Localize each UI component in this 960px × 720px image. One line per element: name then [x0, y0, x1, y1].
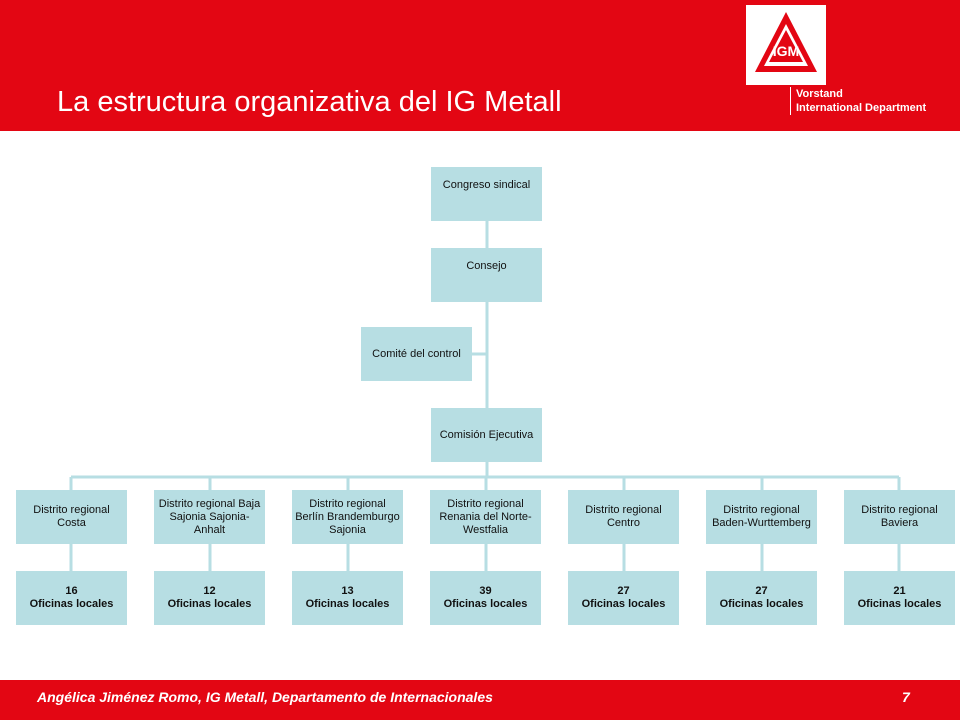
- district-node: Distrito regional Centro: [568, 490, 679, 544]
- district-label: Distrito regional Costa: [33, 504, 110, 529]
- offices-label: Oficinas locales: [857, 598, 942, 610]
- district-label: Distrito regional Renania del Norte-West…: [439, 497, 532, 536]
- district-node: Distrito regional Berlín Brandemburgo Sa…: [292, 490, 403, 544]
- offices-label: Oficinas locales: [581, 598, 666, 610]
- district-label: Distrito regional Centro: [585, 504, 662, 529]
- node-comision-ejecutiva: Comisión Ejecutiva: [431, 408, 542, 462]
- district-label: Distrito regional Baviera: [861, 504, 938, 529]
- header-bar: IGM Vorstand International Department La…: [0, 0, 960, 131]
- node-consejo-label: Consejo: [466, 260, 507, 272]
- offices-label: Oficinas locales: [167, 598, 252, 610]
- offices-count: 27: [755, 585, 768, 597]
- offices-count: 27: [617, 585, 630, 597]
- ig-metall-logo: IGM: [746, 5, 826, 85]
- district-node: Distrito regional Baja Sajonia Sajonia-A…: [154, 490, 265, 544]
- node-comite-label: Comité del control: [372, 347, 461, 360]
- offices-label: Oficinas locales: [443, 598, 528, 610]
- logo-letters: IGM: [773, 43, 799, 59]
- offices-count: 16: [65, 585, 78, 597]
- node-congreso-label: Congreso sindical: [442, 179, 531, 191]
- district-node: Distrito regional Baviera: [844, 490, 955, 544]
- node-comite-control: Comité del control: [361, 327, 472, 381]
- offices-label: Oficinas locales: [719, 598, 804, 610]
- district-label: Distrito regional Baja Sajonia Sajonia-A…: [158, 497, 261, 536]
- offices-label: Oficinas locales: [305, 598, 390, 610]
- department-label: Vorstand International Department: [790, 87, 926, 115]
- dept-line-1: Vorstand: [796, 88, 843, 100]
- offices-label: Oficinas locales: [29, 598, 114, 610]
- district-label: Distrito regional Baden-Wurttemberg: [712, 504, 811, 529]
- offices-count: 12: [203, 585, 216, 597]
- offices-count: 21: [893, 585, 906, 597]
- node-consejo: Consejo: [431, 248, 542, 302]
- offices-count: 39: [479, 585, 492, 597]
- node-comision-label: Comisión Ejecutiva: [439, 428, 534, 441]
- district-node: Distrito regional Renania del Norte-West…: [430, 490, 541, 544]
- footer-bar: Angélica Jiménez Romo, IG Metall, Depart…: [0, 680, 960, 720]
- district-label: Distrito regional Berlín Brandemburgo Sa…: [295, 497, 400, 536]
- node-congreso: Congreso sindical: [431, 167, 542, 221]
- page-number: 7: [902, 689, 910, 705]
- offices-count: 13: [341, 585, 354, 597]
- org-chart-connectors: [69, 221, 901, 571]
- dept-line-2: International Department: [796, 102, 927, 114]
- district-node: Distrito regional Baden-Wurttemberg: [706, 490, 817, 544]
- footer-author: Angélica Jiménez Romo, IG Metall, Depart…: [37, 689, 493, 705]
- page-title: La estructura organizativa del IG Metall: [57, 86, 562, 118]
- district-node: Distrito regional Costa: [16, 490, 127, 544]
